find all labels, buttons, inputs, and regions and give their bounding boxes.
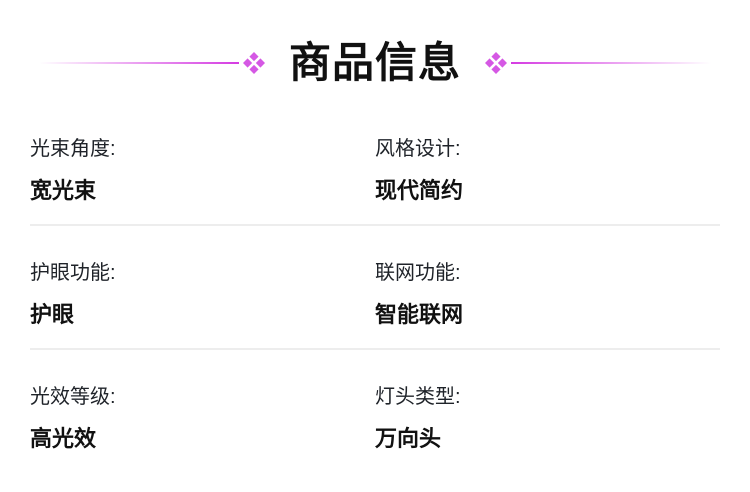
right-gradient-line bbox=[511, 62, 711, 64]
left-gradient-line bbox=[38, 62, 239, 64]
field-label: 风格设计: bbox=[375, 138, 461, 160]
field-row-2: 护眼功能: 护眼 联网功能: 智能联网 bbox=[0, 226, 750, 348]
field-label: 光束角度: bbox=[30, 138, 116, 160]
field-beam-angle: 光束角度: 宽光束 bbox=[0, 136, 375, 206]
field-label: 灯头类型: bbox=[375, 386, 461, 408]
row-divider bbox=[30, 348, 720, 350]
field-value: 高光效 bbox=[30, 426, 97, 451]
field-lamp-head-type: 灯头类型: 万向头 bbox=[375, 384, 750, 454]
section-title: 商品信息 bbox=[288, 39, 461, 86]
row-divider bbox=[30, 224, 720, 226]
section-header: 商品信息 bbox=[0, 0, 750, 88]
diamond-cluster-icon bbox=[485, 52, 507, 74]
field-label: 光效等级: bbox=[30, 386, 116, 408]
diamond-cluster-icon bbox=[242, 52, 265, 74]
field-light-efficiency: 光效等级: 高光效 bbox=[0, 384, 375, 454]
field-style-design: 风格设计: 现代简约 bbox=[375, 136, 750, 206]
field-value: 宽光束 bbox=[30, 178, 97, 203]
field-eye-protection: 护眼功能: 护眼 bbox=[0, 260, 375, 330]
field-label: 护眼功能: bbox=[30, 262, 116, 284]
field-value: 护眼 bbox=[30, 302, 75, 327]
field-row-1: 光束角度: 宽光束 风格设计: 现代简约 bbox=[0, 88, 750, 224]
field-value: 现代简约 bbox=[375, 178, 464, 203]
field-value: 万向头 bbox=[375, 426, 442, 451]
field-network-function: 联网功能: 智能联网 bbox=[375, 260, 750, 330]
field-row-3: 光效等级: 高光效 灯头类型: 万向头 bbox=[0, 350, 750, 472]
field-value: 智能联网 bbox=[375, 302, 464, 327]
field-label: 联网功能: bbox=[375, 262, 461, 284]
